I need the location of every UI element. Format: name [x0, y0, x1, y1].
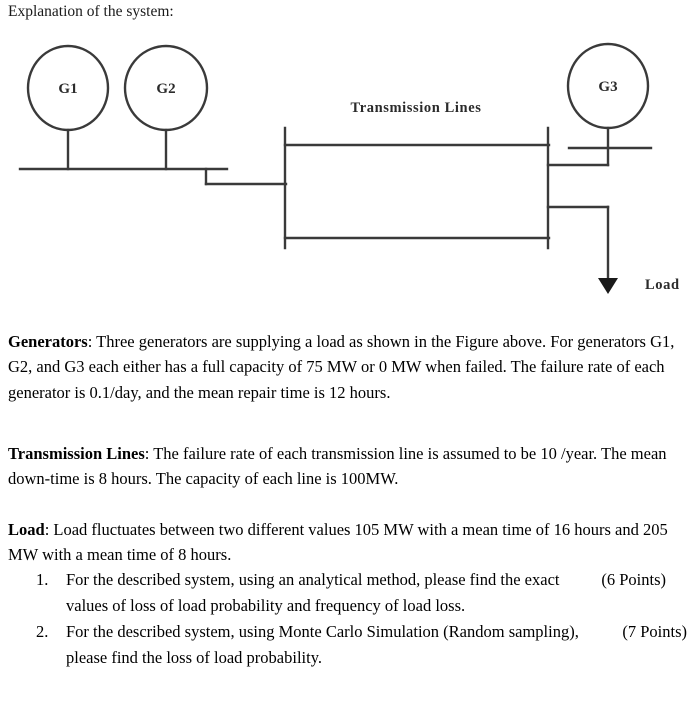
transmission-lines-label: Transmission Lines [351, 100, 482, 116]
section-generators-body: : Three generators are supplying a load … [8, 331, 675, 402]
section-transmission-heading: Transmission Lines [8, 443, 145, 463]
section-generators-heading: Generators [8, 331, 88, 351]
question-body: For the described system, using an analy… [66, 570, 560, 615]
load-label: Load [645, 277, 680, 293]
generator-g2-label: G2 [156, 81, 175, 97]
load-arrow-head [598, 278, 618, 294]
list-item: 2. (7 Points) For the described system, u… [0, 619, 693, 670]
section-load-heading: Load [8, 519, 45, 539]
page-title: Explanation of the system: [8, 3, 174, 20]
section-load: Load: Load fluctuates between two differ… [8, 517, 687, 568]
question-points: (6 Points) [601, 570, 666, 589]
section-transmission-lines: Transmission Lines: The failure rate of … [8, 441, 687, 492]
question-number: 1. [36, 570, 49, 589]
generator-g1-label: G1 [58, 81, 77, 97]
generator-g3-label: G3 [598, 79, 617, 95]
section-transmission-body: : The failure rate of each transmission … [8, 443, 667, 489]
section-generators: Generators: Three generators are supplyi… [8, 329, 687, 406]
question-number: 2. [36, 622, 49, 641]
list-item: 1. (6 Points) For the described system, u… [0, 567, 693, 618]
question-points: (7 Points) [622, 622, 687, 641]
question-text: (7 Points) For the described system, usin… [66, 619, 693, 670]
system-diagram: G1 G2 G3 Transmission Lines Load [0, 38, 693, 306]
question-body: For the described system, using Monte Ca… [66, 622, 579, 667]
questions-list: 1. (6 Points) For the described system, u… [0, 567, 693, 671]
section-load-body: : Load fluctuates between two different … [8, 519, 668, 565]
question-text: (6 Points) For the described system, usin… [66, 567, 672, 618]
